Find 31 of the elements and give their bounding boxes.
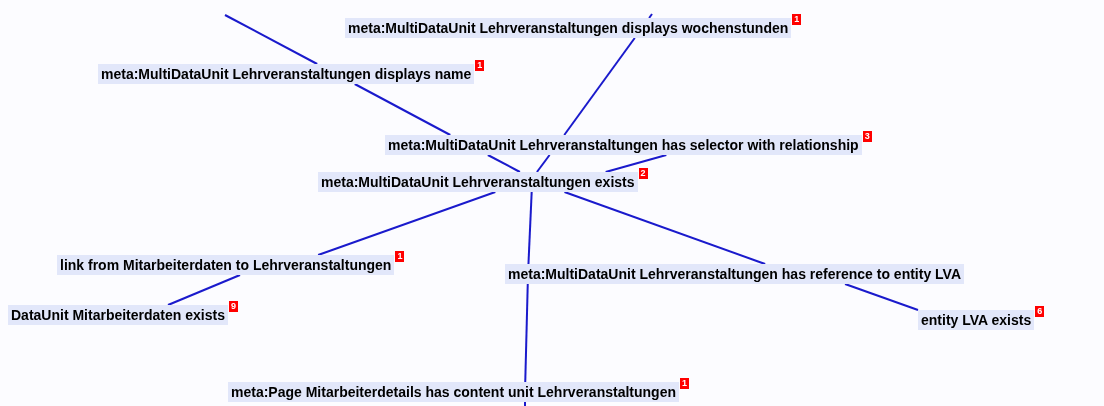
connector-line — [353, 83, 452, 136]
connector-line — [648, 13, 653, 19]
count-badge: 9 — [228, 301, 238, 312]
count-badge: 3 — [862, 131, 872, 142]
count-badge: 1 — [395, 251, 405, 262]
statement-label: meta:Page Mitarbeiterdetails has content unit Lehrveranstaltungen — [228, 382, 679, 402]
connector-line — [535, 154, 551, 173]
statement-label: meta:MultiDataUnit Lehrveranstaltungen has selector with relationship — [385, 135, 862, 155]
connector-line — [224, 14, 319, 65]
statement-label: DataUnit Mitarbeiterdaten exists — [8, 305, 228, 325]
connector-line — [167, 274, 241, 306]
statement-label: meta:MultiDataUnit Lehrveranstaltungen has reference to entity LVA — [505, 264, 964, 284]
statement-label: meta:MultiDataUnit Lehrveranstaltungen displays wochenstunden — [345, 18, 792, 38]
connector-line — [527, 191, 533, 265]
connector-line — [604, 154, 668, 173]
connector-line — [486, 154, 521, 173]
connector-line — [524, 283, 529, 383]
statement-label: meta:MultiDataUnit Lehrveranstaltungen exists — [318, 172, 638, 192]
statement-label: entity LVA exists — [918, 310, 1035, 330]
connector-line — [563, 191, 767, 265]
connector-line — [844, 283, 919, 311]
count-badge: 2 — [638, 168, 648, 179]
count-badge: 1 — [475, 60, 485, 71]
connector-line — [317, 191, 497, 256]
statement-label: meta:MultiDataUnit Lehrveranstaltungen displays name — [98, 64, 475, 84]
count-badge: 6 — [1035, 306, 1045, 317]
count-badge: 1 — [680, 378, 689, 389]
connector-line — [563, 37, 636, 136]
statement-label: link from Mitarbeiterdaten to Lehrveranstaltungen — [57, 255, 395, 275]
connector-line — [524, 401, 526, 406]
count-badge: 1 — [792, 14, 802, 25]
